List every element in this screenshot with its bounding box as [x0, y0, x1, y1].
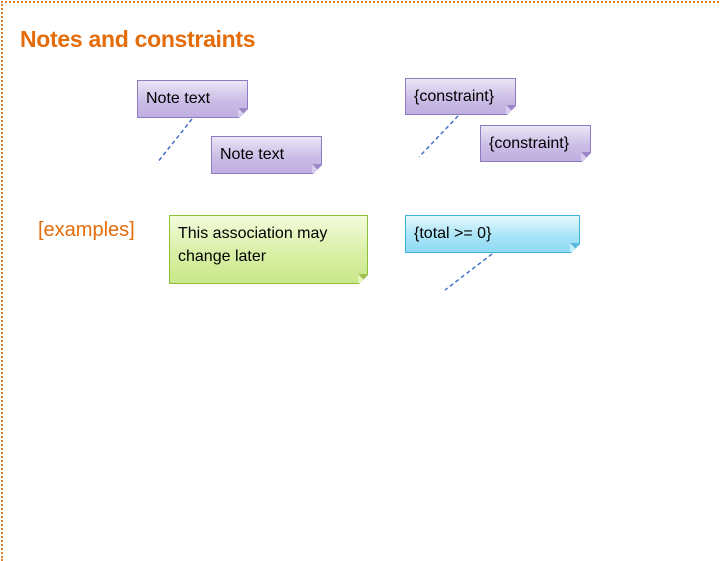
- note-text-2: Note text: [220, 146, 285, 163]
- note-text-1: Note text: [146, 90, 211, 107]
- examples-label: [examples]: [38, 219, 135, 241]
- note-text-box-1: Note text: [137, 80, 248, 118]
- note-connector-1: [156, 118, 193, 164]
- constraint-text-2: {constraint}: [489, 135, 570, 152]
- total-constraint-text: {total >= 0}: [414, 225, 492, 242]
- constraint-box-2: {constraint}: [480, 125, 591, 162]
- note-fold-corner: [312, 164, 321, 173]
- total-constraint-box: {total >= 0}: [405, 215, 580, 253]
- note-fold-corner: [581, 152, 590, 161]
- constraint-box-1: {constraint}: [405, 78, 516, 115]
- note-text-box-2: Note text: [211, 136, 322, 174]
- note-fold-corner: [570, 243, 579, 252]
- connector-lines: [156, 115, 493, 291]
- total-constraint-connector: [444, 253, 493, 291]
- note-fold-corner: [506, 105, 515, 114]
- constraint-connector-1: [418, 115, 459, 158]
- page-title: Notes and constraints: [20, 26, 256, 52]
- association-note-box: This association may change later: [169, 215, 368, 284]
- note-fold-corner: [238, 108, 247, 117]
- constraint-text-1: {constraint}: [414, 88, 495, 105]
- note-fold-corner: [358, 274, 367, 283]
- association-note-text: This association may change later: [178, 225, 328, 266]
